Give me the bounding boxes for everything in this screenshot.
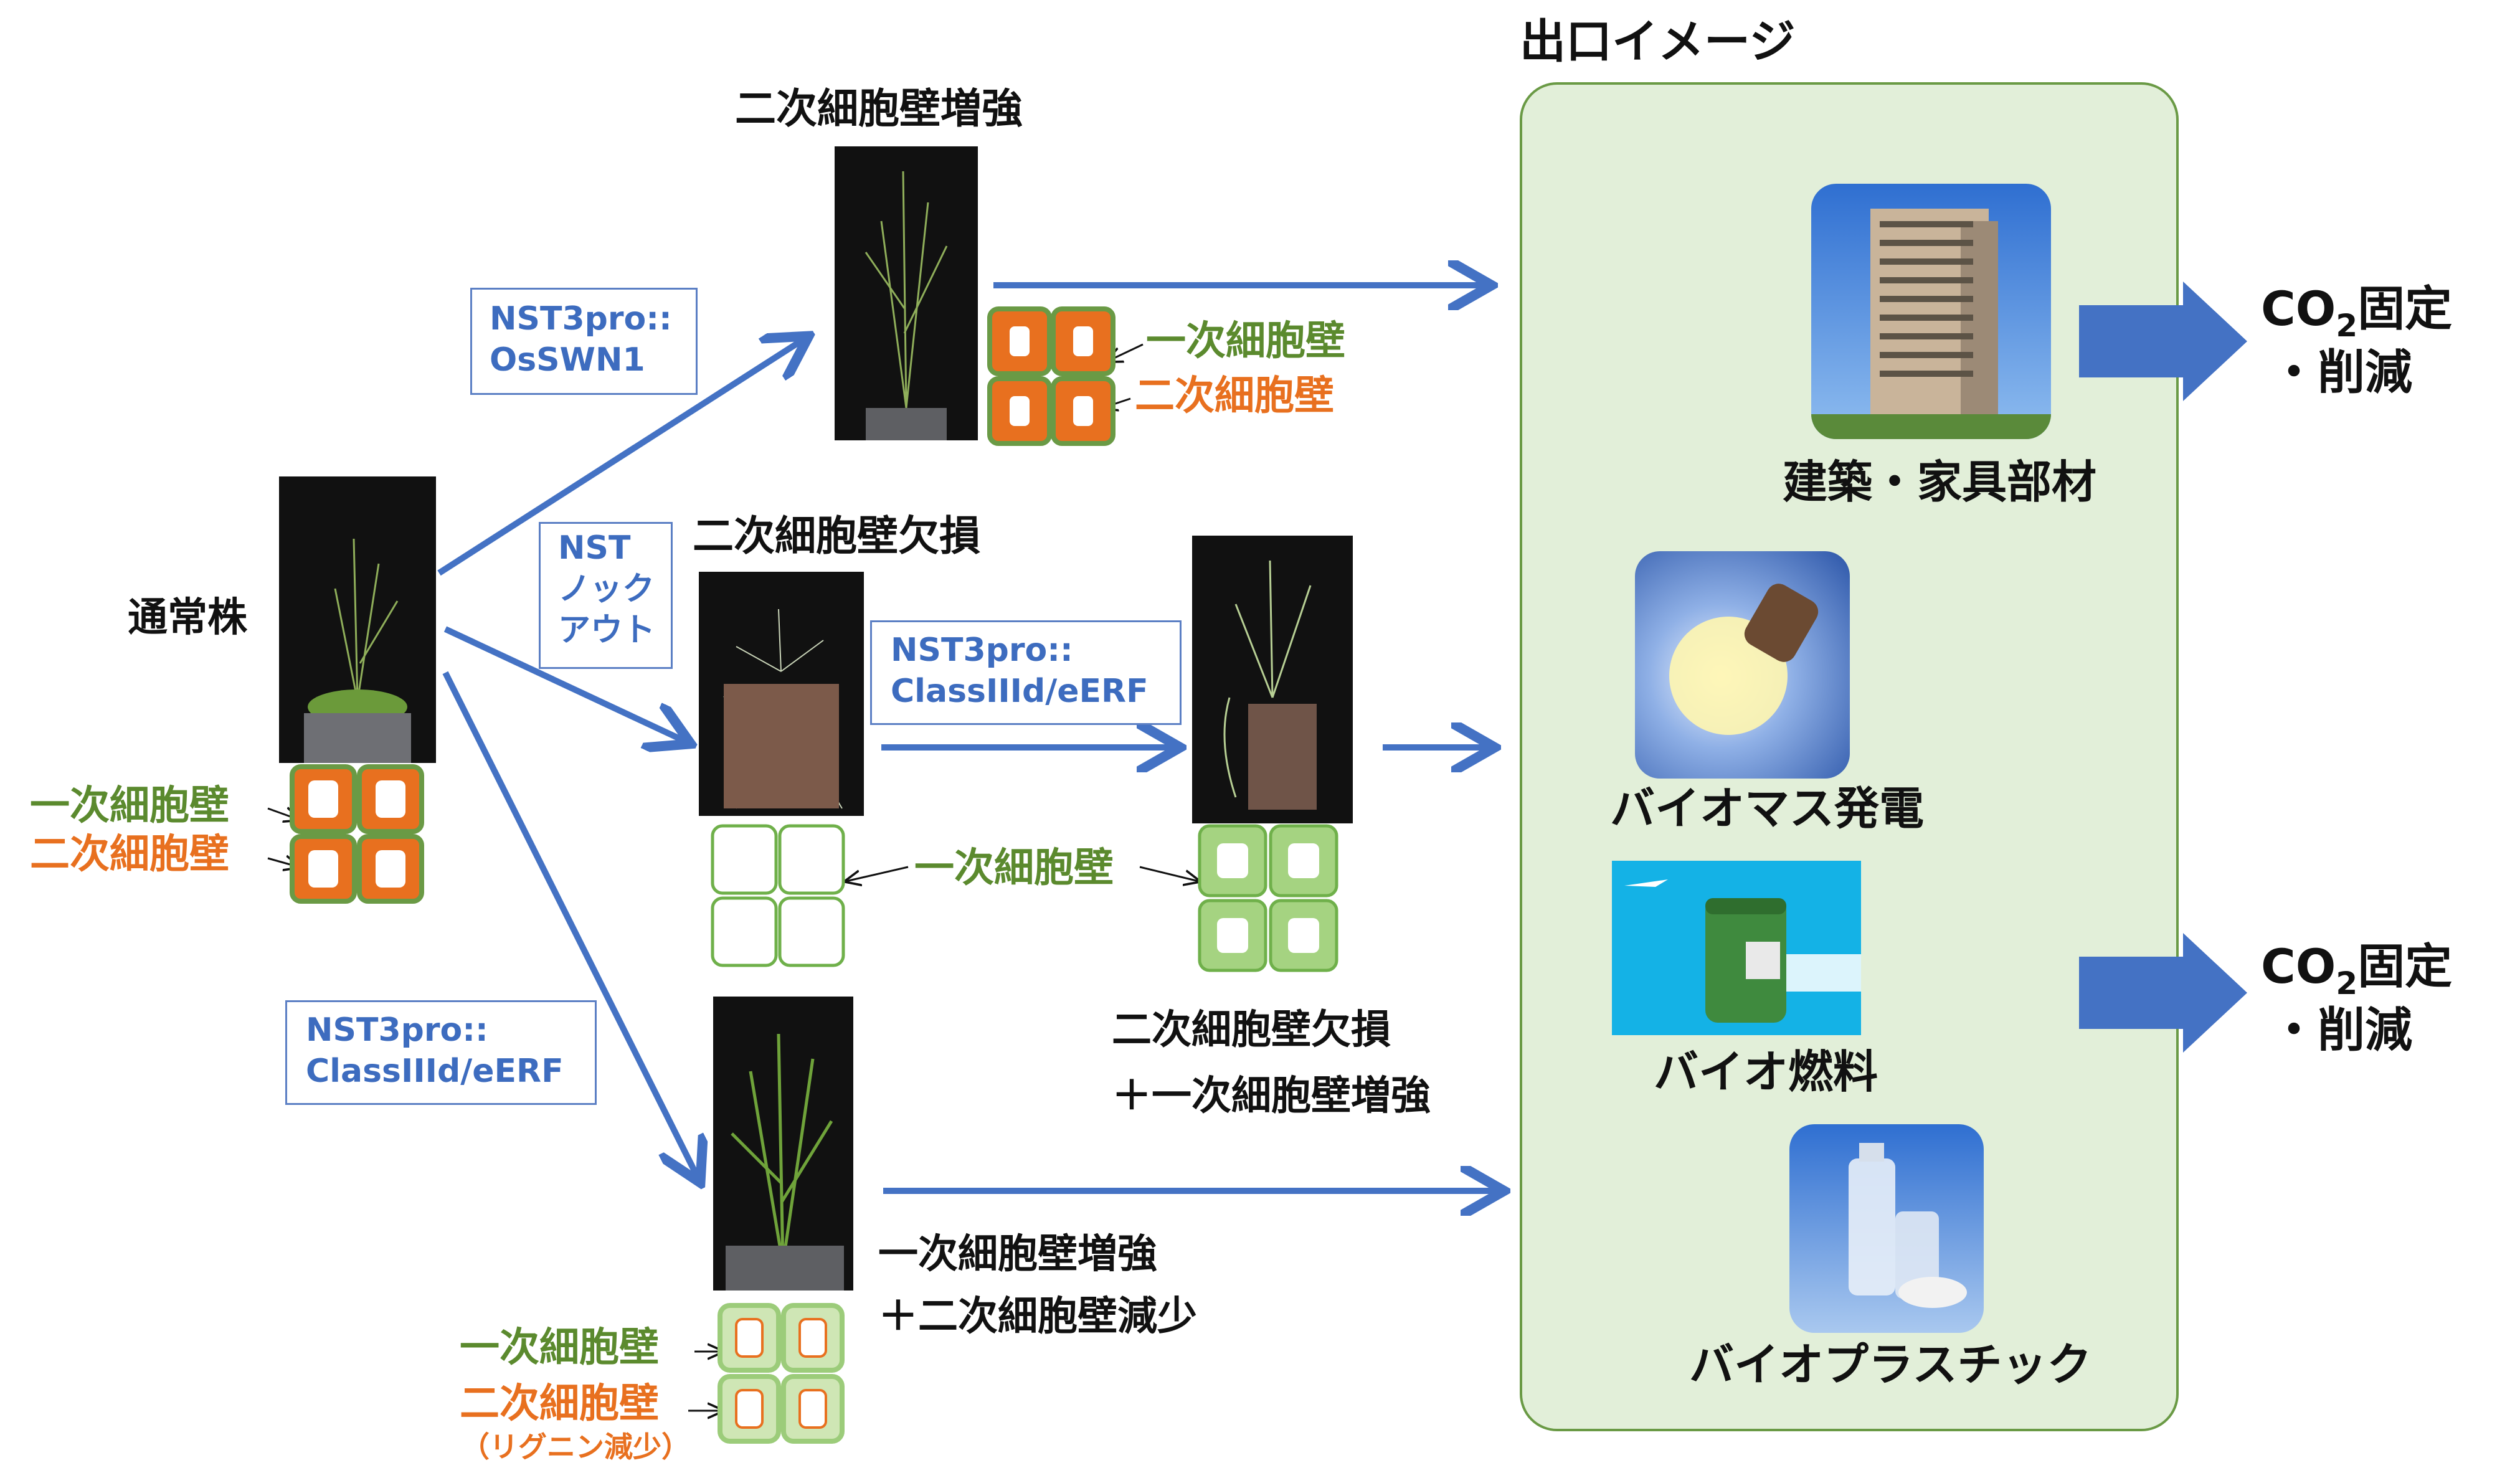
label-primary-wall-top: 一次細胞壁: [1146, 318, 1345, 364]
cells-normal: [290, 764, 424, 904]
label-normal-plant: 通常株: [128, 595, 247, 641]
flow-arrows: [437, 285, 1498, 1191]
label-deficient-plus-primary-1: 二次細胞壁欠損: [1112, 1007, 1391, 1053]
arrow-normal-to-primary: [442, 671, 698, 1177]
label-secondary-deficient: 二次細胞壁欠損: [693, 512, 980, 560]
biofuel-icon: [1612, 861, 1861, 1035]
co2-label-top-line2: ・削減: [2270, 344, 2412, 400]
label-building: 建築・家具部材: [1783, 456, 2097, 508]
label-biomass-power: バイオマス発電: [1610, 782, 1925, 835]
arrow-normal-to-knockout: [443, 626, 685, 741]
label-secondary-wall-top: 二次細胞壁: [1135, 373, 1334, 419]
construct-box-mid: NST3pro:: ClassIIId/eERF: [870, 620, 1182, 725]
label-lignin-reduced: （リグニン減少）: [461, 1430, 690, 1464]
building-icon: [1811, 184, 2051, 439]
co2-label-bottom-line2: ・削減: [2270, 1002, 2412, 1058]
construct-box-bottom: NST3pro:: ClassIIId/eERF: [285, 1000, 597, 1105]
co2-label-bottom: CO2固定: [2261, 939, 2453, 1002]
co2-label-top: CO2固定: [2261, 281, 2453, 344]
cells-knockout: [711, 824, 845, 967]
label-deficient-plus-primary-2: ＋一次細胞壁増強: [1112, 1073, 1431, 1119]
light-bulb-icon: [1635, 551, 1850, 779]
label-bioplastic: バイオプラスチック: [1689, 1338, 2092, 1391]
label-biofuel: バイオ燃料: [1654, 1046, 1878, 1098]
co2-arrow-bottom: [2079, 933, 2247, 1053]
cells-complemented: [1198, 824, 1338, 972]
cells-primary-enhanced: [718, 1303, 845, 1444]
photo-complemented: [1192, 536, 1353, 823]
label-secondary-wall-normal: 二次細胞壁: [30, 831, 229, 878]
label-primary-wall-mid: 一次細胞壁: [914, 845, 1114, 891]
label-primary-plus-reduce-2: ＋二次細胞壁減少: [878, 1294, 1197, 1340]
construct-box-top: NST3pro:: OsSWN1: [470, 288, 698, 395]
photo-primary-enhanced: [713, 997, 853, 1291]
bioplastic-icon: [1789, 1124, 1984, 1333]
cells-secondary-enhanced: [987, 306, 1116, 446]
photo-secondary-enhanced: [835, 146, 978, 440]
label-primary-plus-reduce-1: 一次細胞壁増強: [878, 1231, 1157, 1277]
photo-nst-knockout: [699, 572, 864, 816]
label-secondary-wall-bottom: 二次細胞壁: [460, 1381, 659, 1427]
label-primary-wall-bottom: 一次細胞壁: [460, 1325, 659, 1371]
output-title: 出口イメージ: [1520, 15, 1796, 69]
label-primary-wall-normal: 一次細胞壁: [30, 783, 229, 829]
construct-box-nst: NST ノック アウト: [539, 522, 673, 669]
label-secondary-enhanced: 二次細胞壁増強: [735, 85, 1023, 133]
photo-normal-plant: [279, 476, 436, 763]
co2-arrow-top: [2079, 282, 2247, 401]
arrow-normal-to-enhanced: [437, 339, 803, 576]
